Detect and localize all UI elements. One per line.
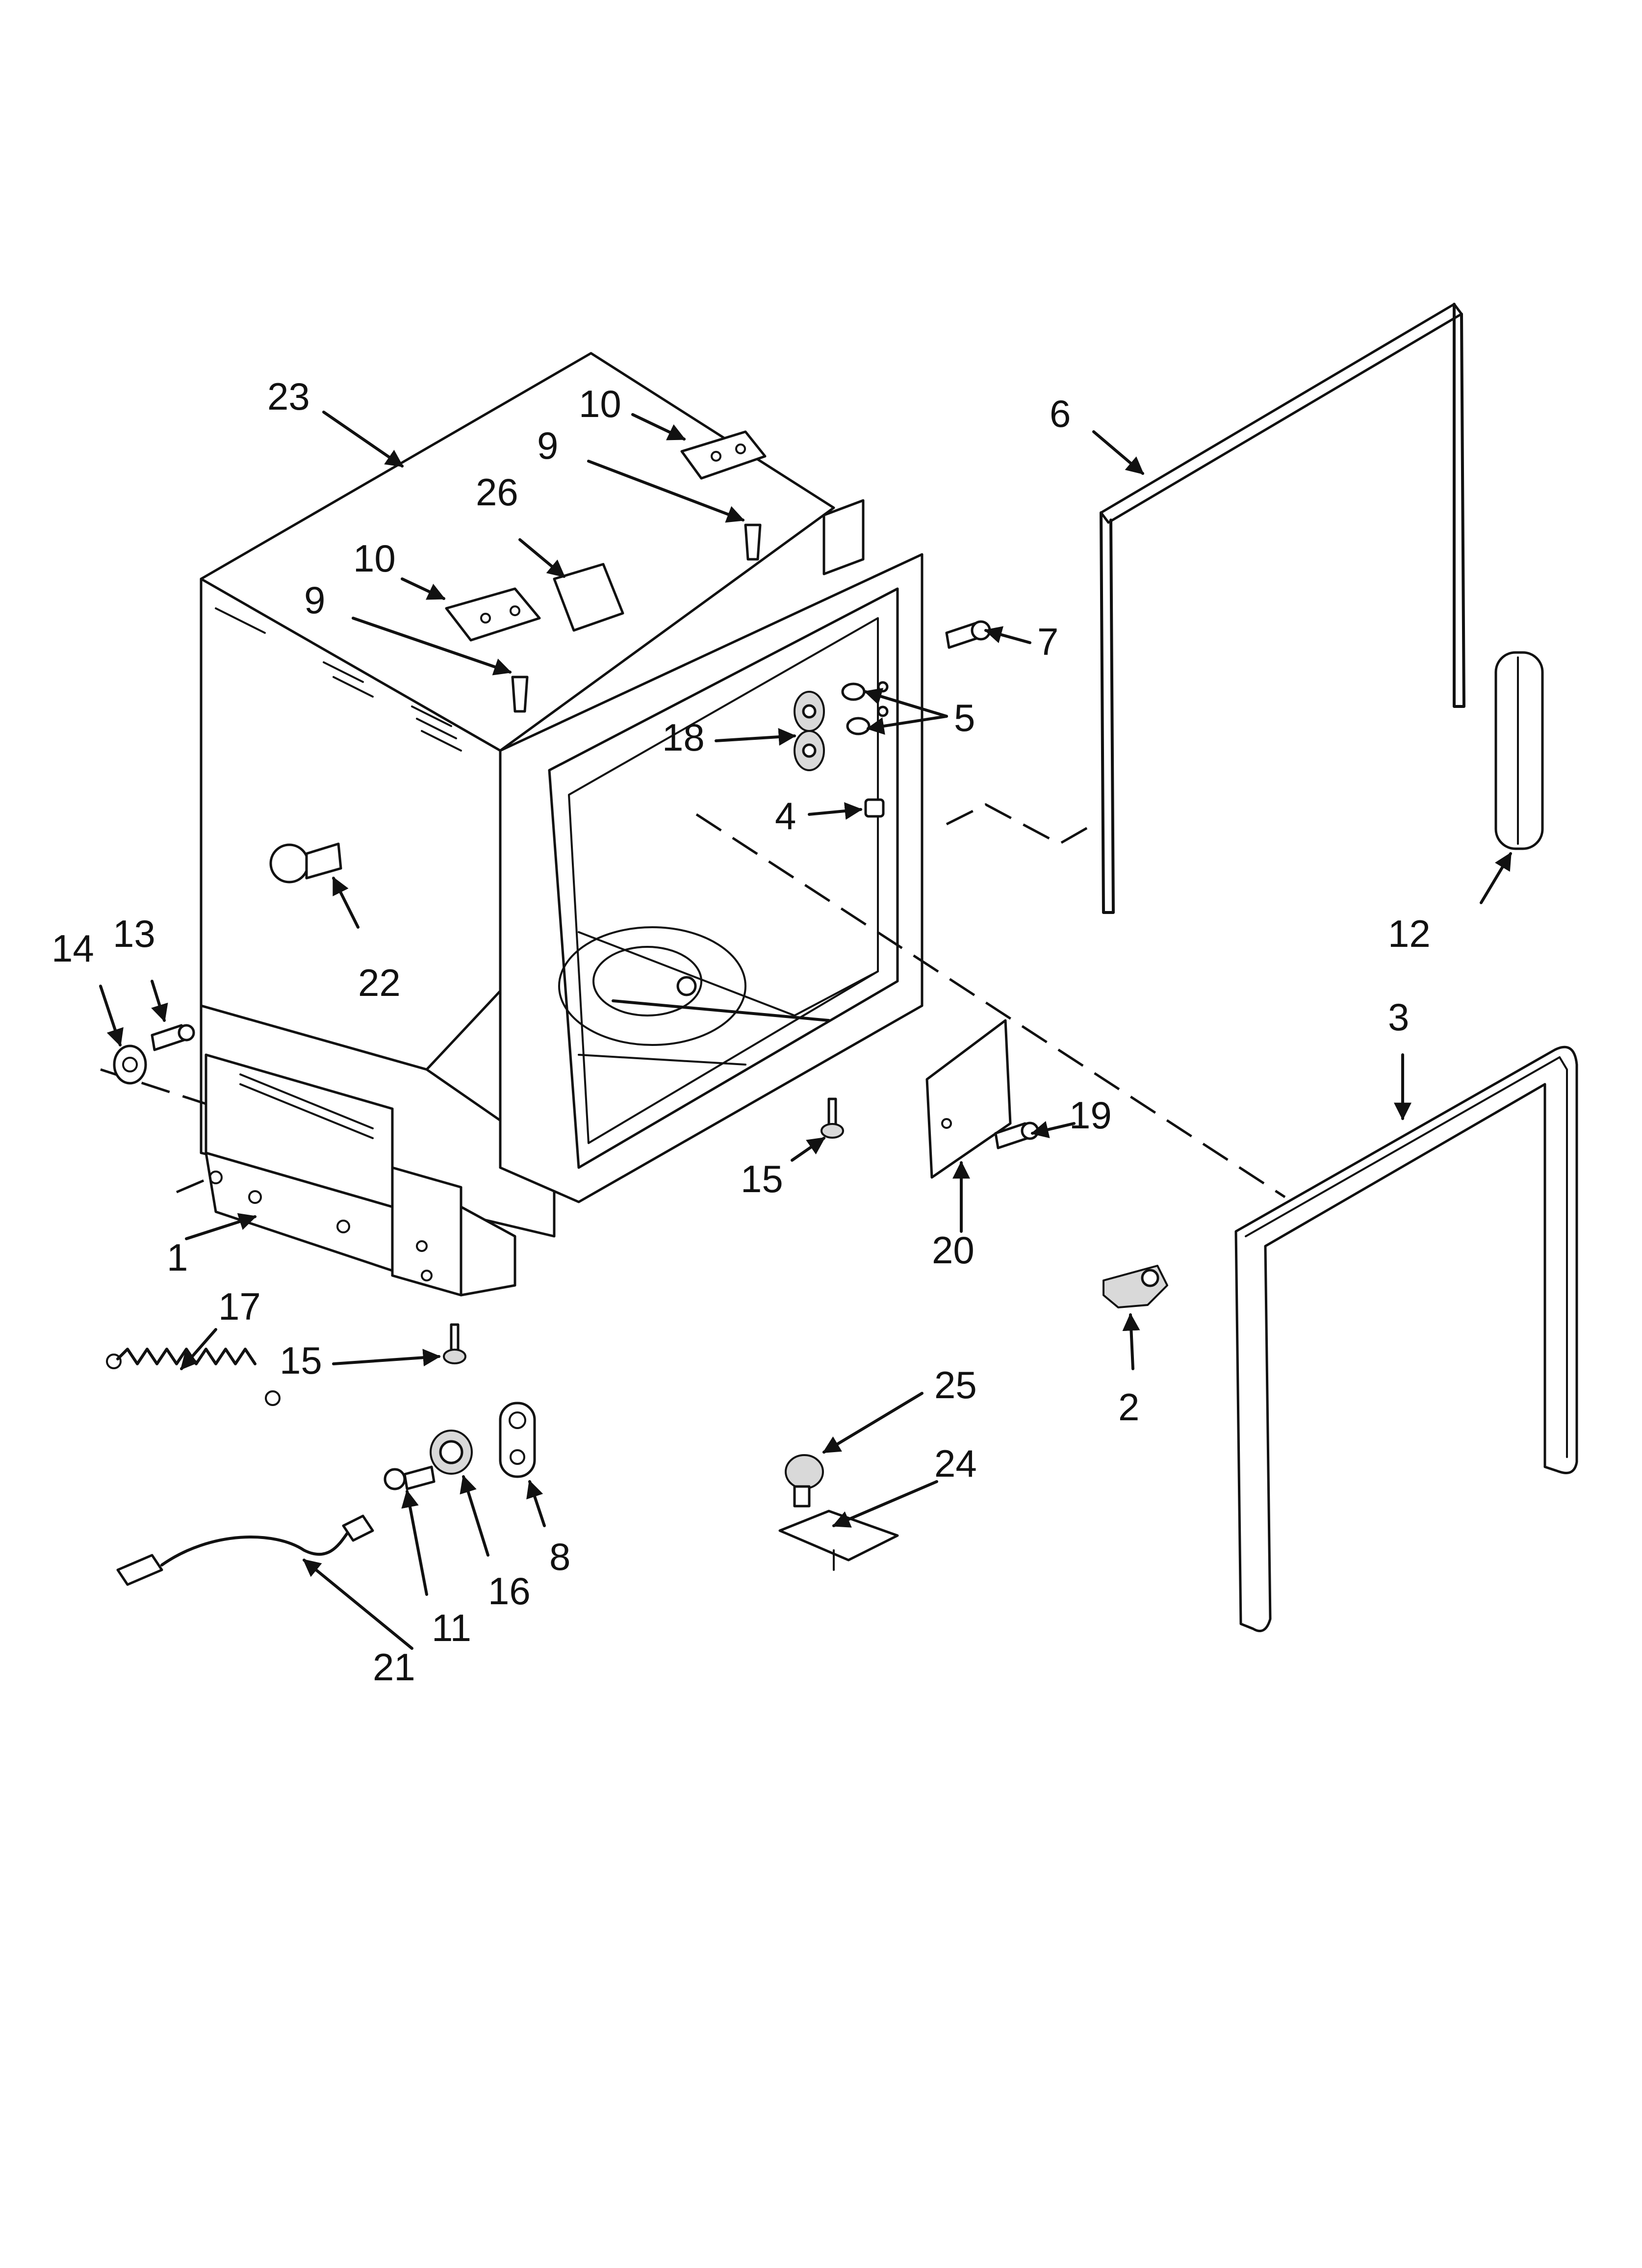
- tub-assembly: [200, 352, 924, 1297]
- plug-part: [864, 798, 885, 818]
- callout-26: 26: [476, 470, 518, 514]
- callout-2: 2: [1118, 1385, 1139, 1429]
- callout-19: 19: [1069, 1094, 1112, 1137]
- callout-23: 23: [267, 375, 310, 418]
- callout-20: 20: [932, 1228, 975, 1272]
- rollers-part: [794, 691, 825, 771]
- callout-5: 5: [954, 696, 975, 739]
- callout-12: 12: [1388, 912, 1431, 955]
- callout-17: 17: [218, 1285, 261, 1328]
- bracket-part-24: [778, 1510, 899, 1571]
- callout-22: 22: [358, 961, 401, 1004]
- plate-part-8: [499, 1402, 536, 1478]
- callout-3: 3: [1388, 995, 1409, 1039]
- callout-24: 24: [934, 1442, 977, 1485]
- clip-part-26: [553, 563, 624, 632]
- callout-16: 16: [488, 1569, 531, 1613]
- leader-dash: [695, 813, 1286, 1199]
- callout-15a: 15: [741, 1157, 783, 1200]
- leader-dash: [946, 803, 1095, 845]
- screw-part-9b: [511, 676, 529, 713]
- screw-part-11: [384, 1465, 436, 1490]
- screw-part-13: [151, 1024, 195, 1051]
- callout-10a: 10: [579, 382, 621, 425]
- callout-21: 21: [373, 1645, 415, 1689]
- clip-part: [1103, 1265, 1168, 1308]
- callout-9b: 9: [304, 578, 325, 622]
- callout-13: 13: [113, 912, 155, 955]
- tub-gasket-part: [1234, 1045, 1578, 1632]
- switch-part-25: [785, 1454, 824, 1508]
- leader-dash: [176, 1176, 211, 1194]
- bracket-part-20: [925, 1019, 1012, 1179]
- door-gasket-part: [1100, 303, 1465, 914]
- leader-lines: [99, 411, 1512, 1650]
- plug-part-22: [269, 842, 342, 884]
- callout-labels: 1 2 3 4 5 6 7 8 9 9 10 10 11 12 13 14 15…: [51, 375, 1431, 1689]
- callout-10b: 10: [353, 537, 396, 580]
- vent-part: [1494, 651, 1544, 850]
- screw-part-7: [945, 620, 991, 649]
- foot-part-15a: [821, 1097, 844, 1139]
- spring-part: [106, 1348, 281, 1406]
- callout-1: 1: [167, 1236, 188, 1279]
- washer-part-16: [430, 1430, 473, 1475]
- callout-7: 7: [1037, 620, 1058, 663]
- screw-part-9a: [744, 523, 762, 561]
- callout-4: 4: [775, 794, 796, 837]
- wire-part: [116, 1514, 374, 1586]
- callout-8: 8: [549, 1535, 570, 1578]
- callout-9a: 9: [537, 424, 558, 467]
- callout-11: 11: [432, 1606, 471, 1649]
- wheel-part-14: [113, 1044, 147, 1085]
- callout-18: 18: [662, 716, 705, 759]
- callout-6: 6: [1050, 392, 1071, 435]
- bracket-part-10a: [680, 430, 767, 480]
- callout-15b: 15: [280, 1339, 322, 1382]
- callout-14: 14: [51, 927, 94, 970]
- foot-part-15b: [443, 1323, 466, 1364]
- callout-25: 25: [934, 1363, 977, 1407]
- bracket-part-10b: [445, 587, 541, 642]
